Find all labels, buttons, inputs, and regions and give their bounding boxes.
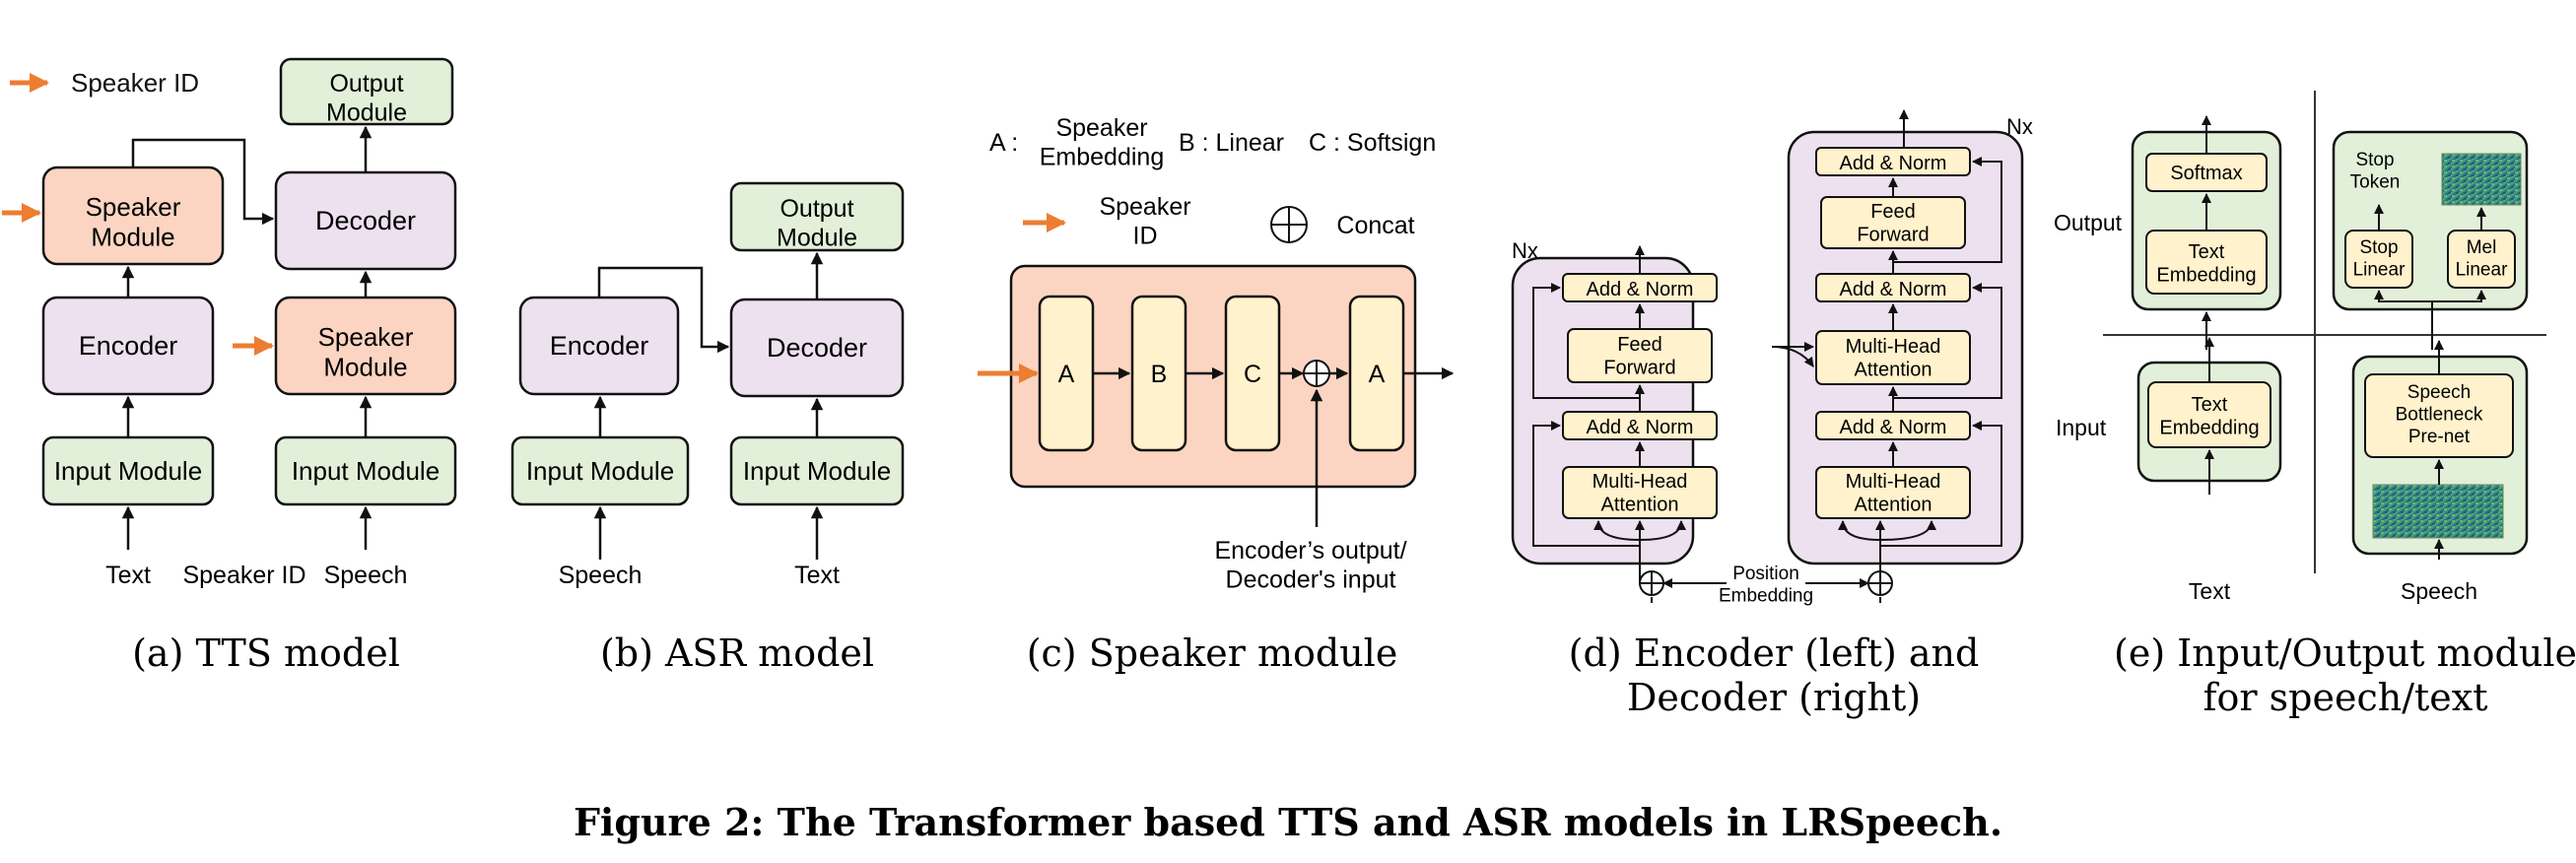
softmax-label: Softmax	[2170, 163, 2242, 184]
speaker-id-input-label: Speaker ID	[182, 562, 305, 589]
decoder-label: Decoder	[315, 206, 416, 235]
dec-add-norm-2-label: Add & Norm	[1840, 279, 1947, 300]
mel-spectrogram-input	[2372, 484, 2504, 539]
nx-decoder: Nx	[2006, 114, 2033, 139]
panel-a-arrows	[121, 125, 373, 550]
legend-concat: Concat	[1336, 212, 1414, 239]
dec-add-norm-1	[1815, 147, 1971, 176]
decoder-label: Decoder	[767, 333, 867, 363]
block-c-label: C	[1244, 361, 1261, 388]
speech-input-label: Speech	[324, 562, 408, 589]
enc-add-norm-bottom-label: Add & Norm	[1587, 417, 1694, 438]
legend-b: B : Linear	[1179, 129, 1284, 157]
enc-add-norm-top-label: Add & Norm	[1587, 279, 1694, 300]
input-module-left-label: Input Module	[526, 456, 674, 486]
input-row-label: Input	[2056, 415, 2107, 440]
figure-caption: Figure 2: The Transformer based TTS and …	[574, 800, 2002, 844]
encoder-output-label: Encoder’s output/Decoder's input	[1214, 537, 1406, 594]
speech-input-label: Speech	[559, 562, 643, 589]
concat-icon	[1303, 360, 1330, 387]
dec-add-norm-3-label: Add & Norm	[1840, 417, 1947, 438]
input-module-right-label: Input Module	[292, 456, 440, 486]
caption-b: (b) ASR model	[600, 631, 874, 675]
decoder-arrows	[1771, 109, 2002, 583]
legend-c: C : Softsign	[1309, 129, 1436, 157]
mel-spectrogram-output	[2441, 153, 2522, 206]
add-icon	[1867, 570, 1893, 596]
block-a2-label: A	[1369, 361, 1386, 388]
caption-a: (a) TTS model	[132, 631, 400, 675]
concat-icon	[1270, 206, 1308, 243]
encoder-label: Encoder	[550, 331, 649, 361]
dec-add-norm-1-label: Add & Norm	[1840, 153, 1947, 174]
input-module-left-label: Input Module	[54, 456, 202, 486]
speech-column-label: Speech	[2401, 578, 2477, 604]
encoder-label: Encoder	[79, 331, 178, 361]
text-column-label: Text	[2189, 578, 2231, 604]
encoder-arrows	[1532, 245, 1686, 583]
panel-c-arrows	[1093, 366, 1455, 527]
add-icon	[1639, 570, 1664, 596]
text-input-label: Text	[105, 562, 151, 589]
panel-b-arrows	[593, 251, 824, 560]
legend-a-key: A :	[989, 129, 1018, 157]
caption-c: (c) Speaker module	[1027, 631, 1398, 675]
output-module-box	[729, 181, 905, 252]
speaker-id-legend: Speaker ID	[71, 68, 199, 98]
output-module-box	[279, 57, 454, 126]
text-input-label: Text	[794, 562, 840, 589]
input-module-right-label: Input Module	[743, 456, 891, 486]
block-a1-label: A	[1058, 361, 1075, 388]
output-row-label: Output	[2054, 210, 2123, 235]
block-b-label: B	[1151, 361, 1168, 388]
